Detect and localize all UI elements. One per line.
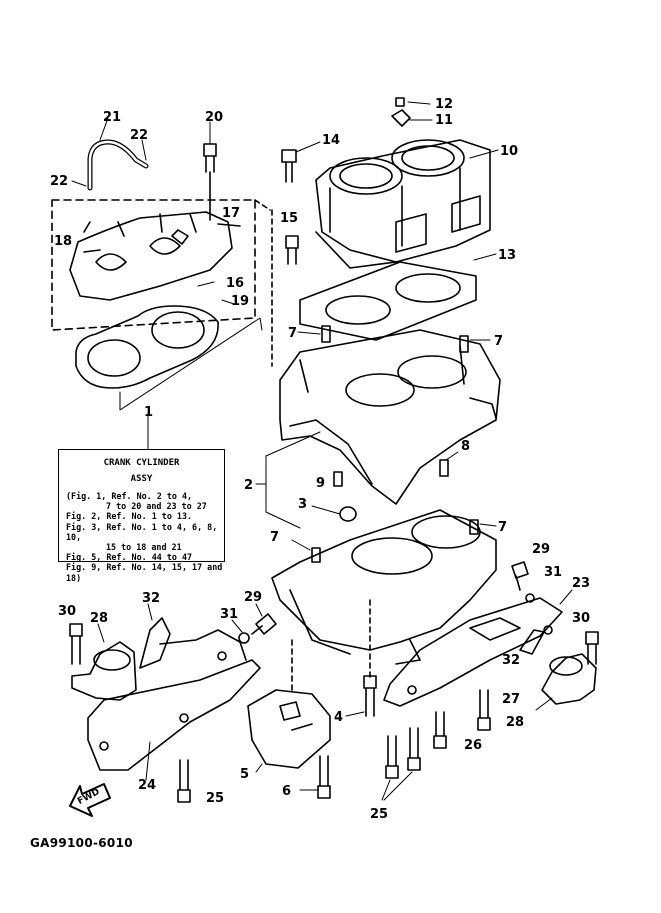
bolt-25-left — [177, 759, 191, 803]
bolt-26 — [433, 711, 447, 749]
callout-28-right: 28 — [506, 715, 524, 730]
callout-11: 11 — [435, 113, 453, 128]
note-row: Fig. 9, Ref. No. 14, 15, 17 and 18) — [66, 562, 223, 583]
note-row: Fig. 2, Ref. No. 1 to 13. — [66, 511, 193, 522]
callout-30-left: 30 — [58, 604, 76, 619]
bolt-25-right-a — [385, 735, 399, 779]
callout-20: 20 — [205, 110, 223, 125]
note-row: Fig. 5, Ref. No. 44 to 47 — [66, 552, 193, 563]
callout-1: 1 — [144, 405, 153, 420]
callout-21: 21 — [103, 110, 121, 125]
bolt-15 — [285, 235, 299, 265]
note-panel: CRANK CYLINDER ASSY (Fig. 1, Ref. No. 2 … — [58, 449, 225, 583]
head-group-frame — [51, 199, 256, 331]
callout-32-left: 32 — [142, 591, 160, 606]
callout-8: 8 — [461, 439, 470, 454]
callout-25-right: 25 — [370, 807, 388, 822]
head-gasket-19 — [75, 305, 219, 389]
crankcase-upper — [279, 329, 501, 505]
crankcase-lower — [271, 509, 497, 651]
callout-31-right: 31 — [544, 565, 562, 580]
callout-4: 4 — [334, 710, 343, 725]
callout-22-left: 22 — [50, 174, 68, 189]
bolt-27 — [477, 689, 491, 731]
callout-2: 2 — [244, 478, 253, 493]
note-title: CRANK CYLINDER — [103, 458, 180, 468]
callout-15: 15 — [280, 211, 298, 226]
callout-25-left: 25 — [206, 791, 224, 806]
note-row: 15 to 18 and 21 — [106, 542, 182, 553]
callout-27: 27 — [502, 692, 520, 707]
bolt-4 — [363, 675, 377, 717]
note-row: 7 to 20 and 23 to 27 — [106, 501, 207, 512]
callout-26: 26 — [464, 738, 482, 753]
callout-9: 9 — [316, 476, 325, 491]
callout-31-left: 31 — [220, 607, 238, 622]
mount-bracket-5 — [247, 689, 331, 769]
bolt-6 — [317, 755, 331, 799]
bolt-30-left — [69, 623, 83, 665]
callout-29-right: 29 — [532, 542, 550, 557]
rubber-mount-28-left — [71, 641, 137, 701]
bolt-25-right-b — [407, 727, 421, 771]
callout-7-c: 7 — [498, 520, 507, 535]
note-subtitle: ASSY — [130, 474, 153, 484]
engine-mount-plate-24 — [87, 659, 261, 771]
callout-23: 23 — [572, 576, 590, 591]
bracket-32-left — [139, 617, 171, 669]
callout-17: 17 — [222, 206, 240, 221]
bolt-30-right — [585, 631, 599, 665]
bolt-29-right — [511, 561, 529, 591]
cylinder-gasket-13 — [299, 261, 477, 341]
bolt-14 — [281, 149, 297, 183]
callout-22-top: 22 — [130, 128, 148, 143]
callout-12: 12 — [435, 97, 453, 112]
callout-13: 13 — [498, 248, 516, 263]
callout-7-d: 7 — [270, 530, 279, 545]
engine-mount-plate-23 — [383, 597, 563, 707]
callout-6: 6 — [282, 784, 291, 799]
callout-14: 14 — [322, 133, 340, 148]
callout-7-b: 7 — [494, 334, 503, 349]
callout-28-left: 28 — [90, 611, 108, 626]
callout-29-left: 29 — [244, 590, 262, 605]
callout-3: 3 — [298, 497, 307, 512]
cylinder-10 — [315, 139, 491, 263]
rubber-mount-28-right — [541, 653, 597, 705]
drawing-code: GA99100-6010 — [30, 836, 133, 850]
note-row: Fig. 3, Ref. No. 1 to 4, 6, 8, 10, — [66, 521, 218, 542]
callout-16: 16 — [226, 276, 244, 291]
callout-10: 10 — [500, 144, 518, 159]
cylinder-head-16 — [69, 211, 233, 301]
bolt-29-left — [251, 613, 277, 635]
hose-21 — [87, 139, 149, 191]
callout-24: 24 — [138, 778, 156, 793]
note-row: (Fig. 1, Ref. No. 2 to 4, — [66, 491, 193, 501]
callout-30-right: 30 — [572, 611, 590, 626]
callout-5: 5 — [240, 767, 249, 782]
note-rows: (Fig. 1, Ref. No. 2 to 4, 7 to 20 and 23… — [59, 491, 224, 583]
bolt-20 — [203, 143, 217, 221]
callout-18: 18 — [54, 234, 72, 249]
callout-32-right: 32 — [502, 653, 520, 668]
callout-7-a: 7 — [288, 326, 297, 341]
callout-19: 19 — [231, 294, 249, 309]
fwd-arrow — [69, 783, 111, 817]
